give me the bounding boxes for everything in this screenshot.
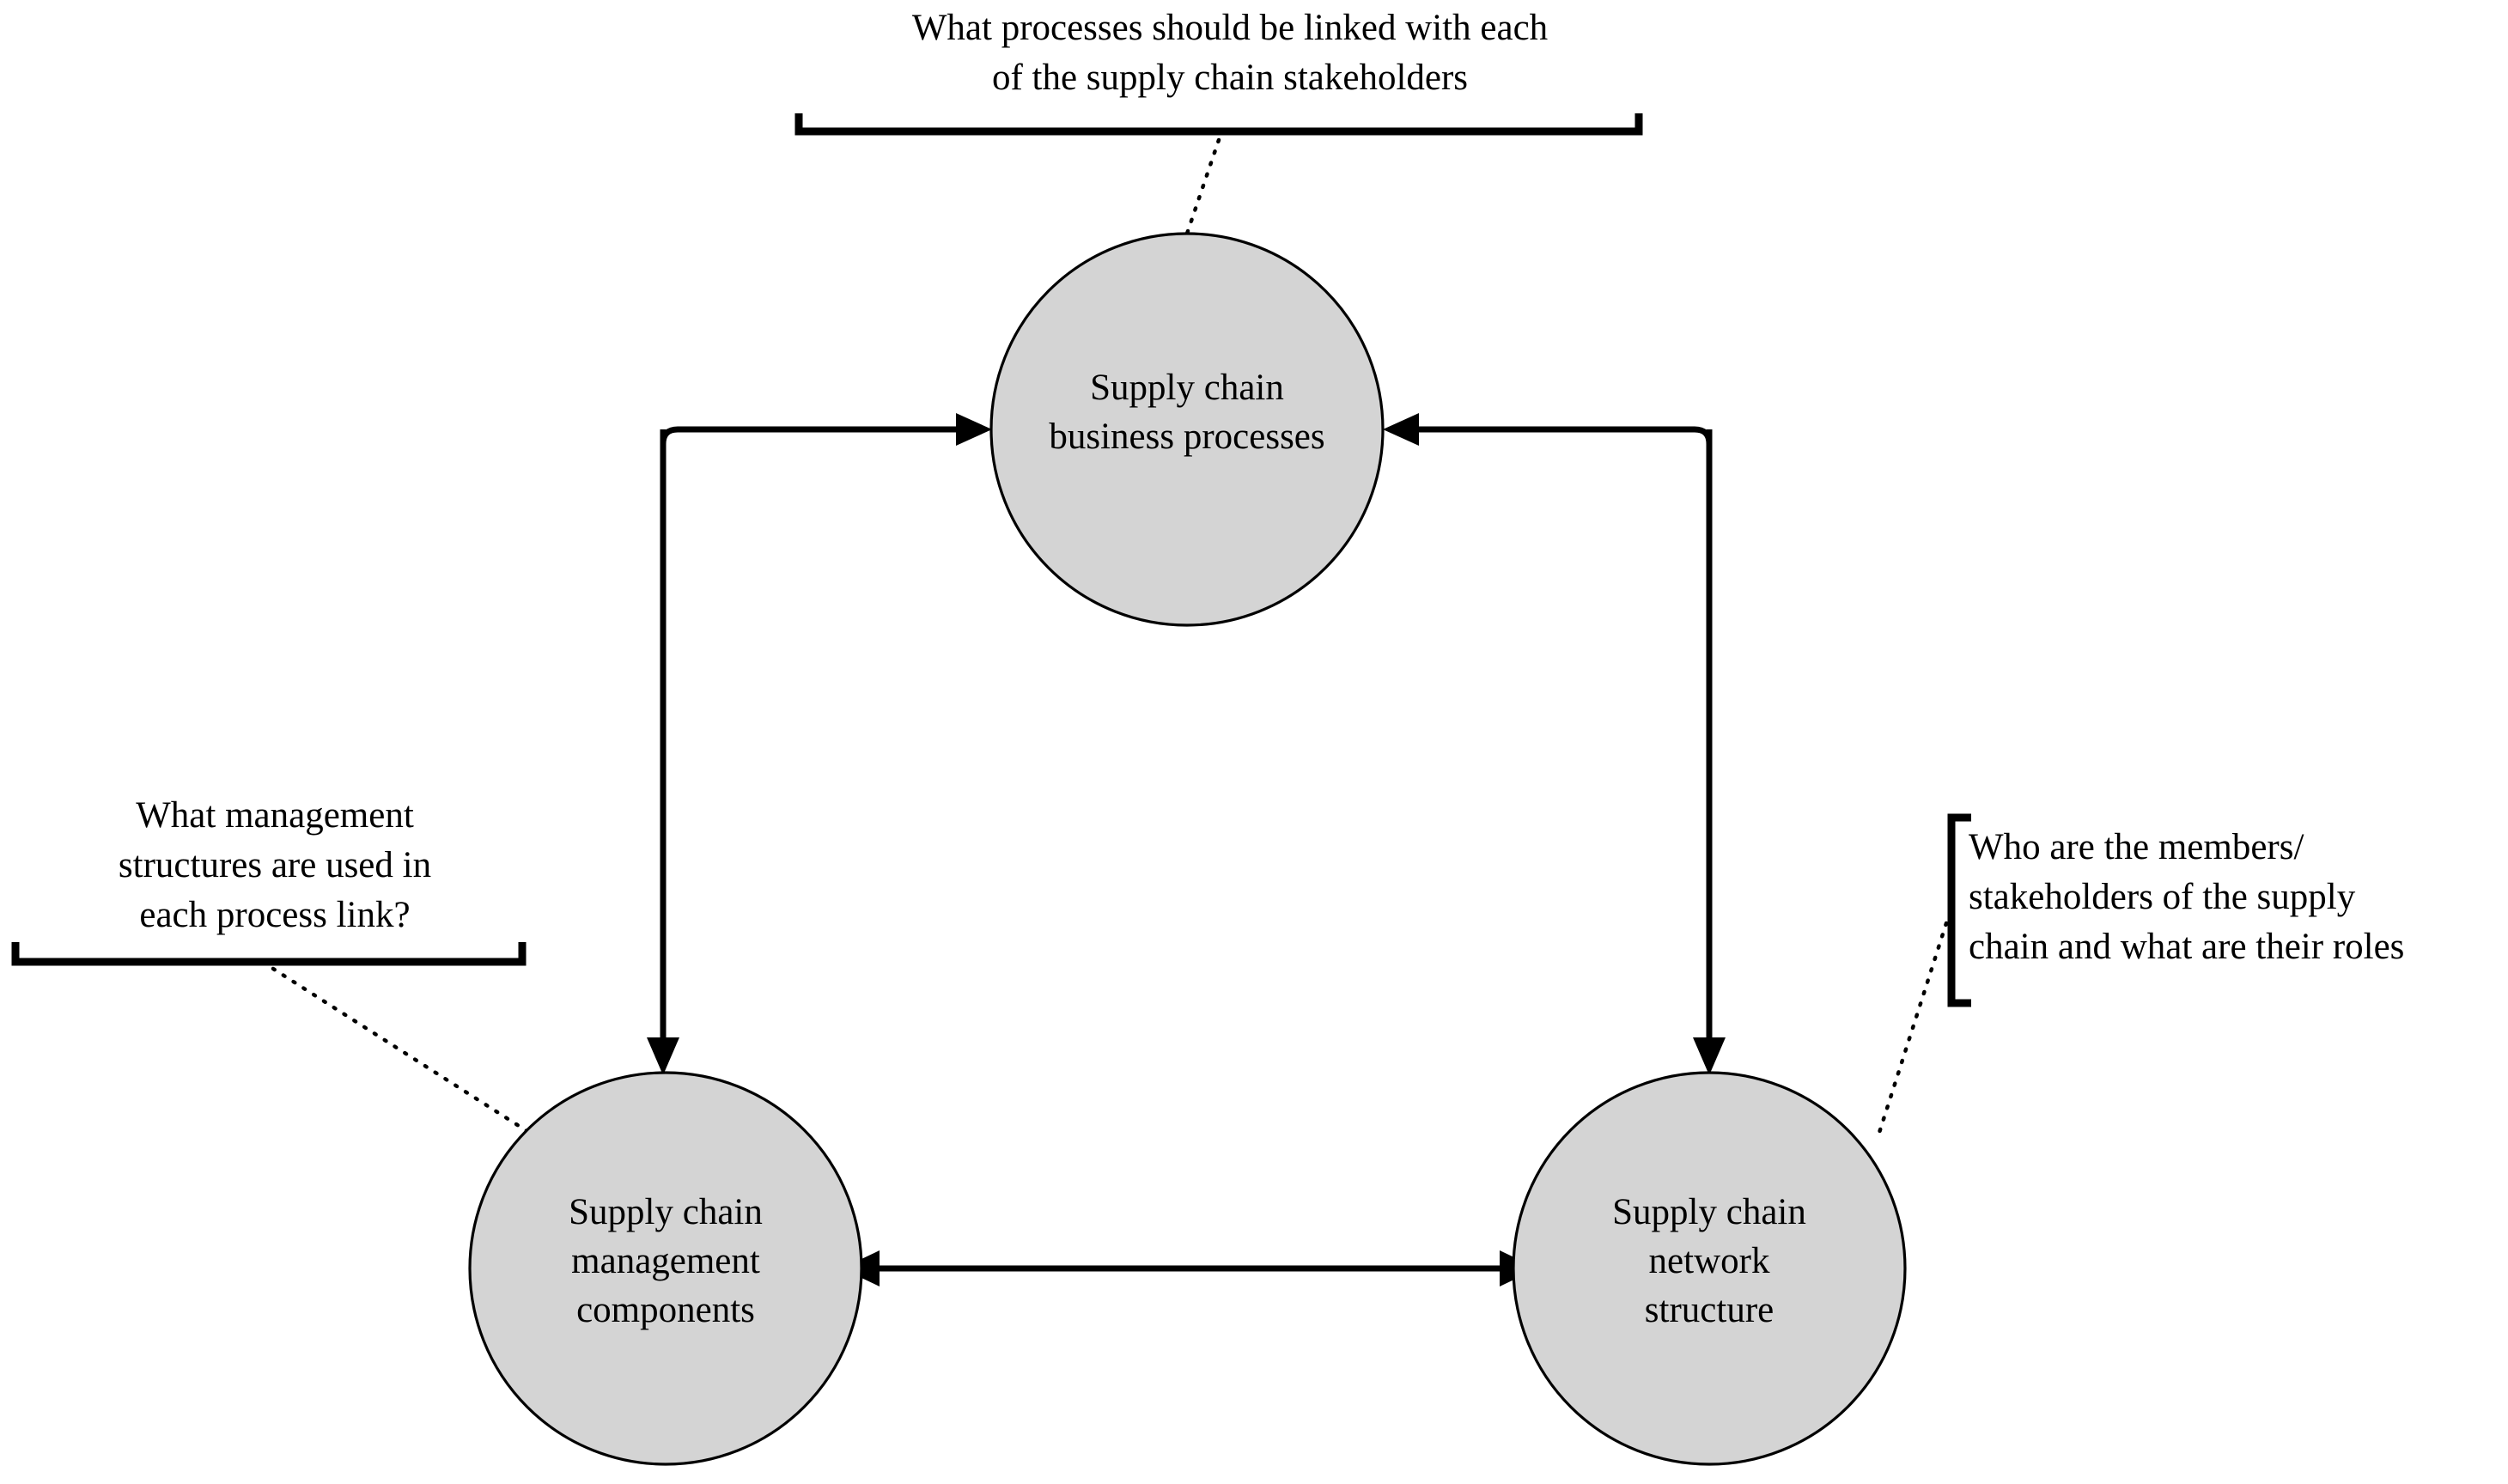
top-annotation-line2: of the supply chain stakeholders <box>992 58 1468 98</box>
node-management-components[interactable]: Supply chain management components <box>468 1071 863 1466</box>
right-annotation-line3: chain and what are their roles <box>1969 927 2404 967</box>
node-circle[interactable] <box>989 232 1385 627</box>
right-annotation-group <box>1875 813 1971 1140</box>
arrow-path <box>1406 426 1713 1043</box>
node-label-line3: structure <box>1645 1290 1774 1330</box>
right-annotation-line1: Who are the members/ <box>1969 827 2304 867</box>
left-annotation-text: What management structures are used in e… <box>119 795 431 935</box>
node-network-structure[interactable]: Supply chain network structure <box>1512 1071 1907 1466</box>
top-annotation-group <box>794 113 1643 236</box>
node-label-line2: business processes <box>1049 417 1324 457</box>
node-label-line2: network <box>1649 1241 1770 1281</box>
arrow-path <box>660 426 969 1043</box>
arrow-components-network-bidirectional <box>842 1250 1537 1286</box>
node-label-line2: management <box>571 1241 760 1281</box>
node-circle[interactable] <box>1512 1071 1907 1466</box>
left-annotation-leader-icon <box>271 966 531 1134</box>
left-annotation-line3: each process link? <box>139 895 410 935</box>
left-annotation-line2: structures are used in <box>119 845 431 885</box>
arrow-processes-to-components <box>647 429 679 1075</box>
arrow-head-icon <box>1693 1037 1726 1075</box>
right-annotation-leader-icon <box>1875 921 1949 1140</box>
top-annotation-line1: What processes should be linked with eac… <box>912 8 1548 48</box>
node-circle[interactable] <box>468 1071 863 1466</box>
arrow-network-to-processes <box>1383 413 1713 1043</box>
node-label-line3: components <box>576 1290 755 1330</box>
node-label-line1: Supply chain <box>1612 1192 1806 1232</box>
arrow-components-to-processes <box>660 413 992 1043</box>
left-annotation-line1: What management <box>136 795 414 836</box>
arrow-head-icon <box>647 1037 679 1075</box>
left-annotation-group <box>11 942 531 1134</box>
left-annotation-bracket <box>11 942 527 966</box>
node-business-processes[interactable]: Supply chain business processes <box>989 232 1385 627</box>
top-annotation-leader-icon <box>1184 137 1221 236</box>
arrow-head-icon <box>1383 413 1419 446</box>
arrow-processes-to-network <box>1693 429 1726 1075</box>
top-annotation-bracket <box>794 113 1643 136</box>
right-annotation-bracket <box>1947 813 1971 1007</box>
top-annotation-text: What processes should be linked with eac… <box>912 8 1548 98</box>
right-annotation-text: Who are the members/ stakeholders of the… <box>1969 827 2404 967</box>
arrow-head-icon <box>956 413 992 446</box>
right-annotation-line2: stakeholders of the supply <box>1969 877 2356 917</box>
node-label-line1: Supply chain <box>1090 368 1284 408</box>
node-label-line1: Supply chain <box>569 1192 763 1232</box>
